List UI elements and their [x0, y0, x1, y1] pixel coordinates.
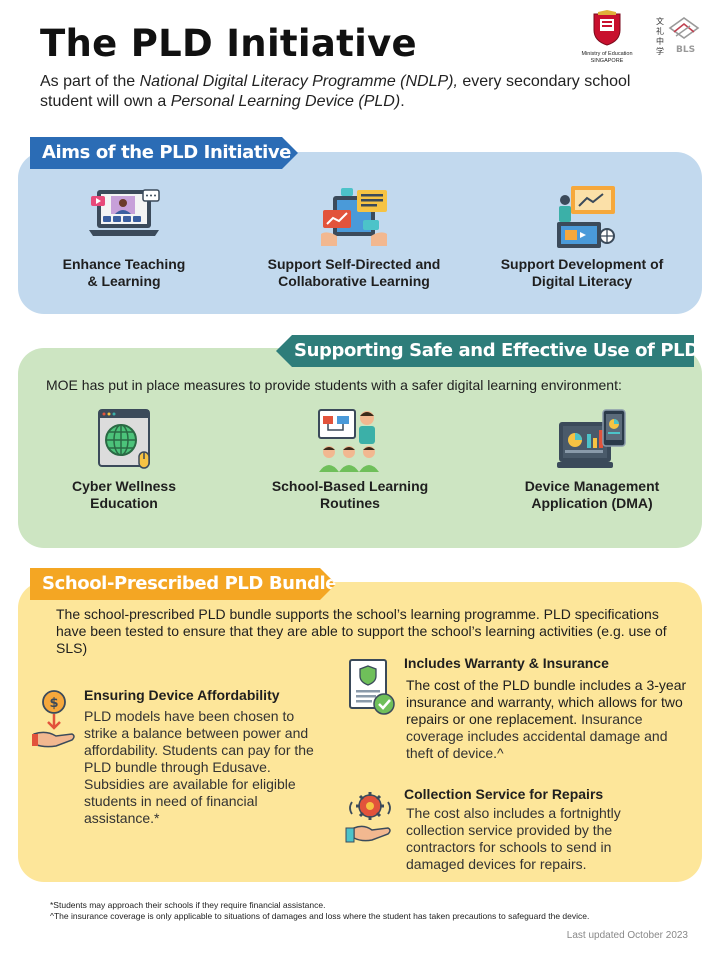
moe-logo: Ministry of Education SINGAPORE	[578, 10, 636, 65]
bundle-heading: School-Prescribed PLD Bundle	[30, 568, 336, 600]
collaboration-tablet-icon	[321, 188, 387, 246]
footnote-financial: *Students may approach their schools if …	[50, 900, 326, 910]
moe-name: Ministry of Education	[581, 51, 633, 57]
measure-label-line1: Device Management	[524, 478, 660, 494]
aim-label-line2: Collaborative Learning	[278, 273, 430, 289]
svg-text:文: 文	[656, 16, 664, 26]
intro-text: As part of the National Digital Literacy…	[40, 73, 631, 110]
measure-label-line2: Routines	[320, 495, 380, 511]
digital-presentation-icon	[557, 186, 615, 248]
svg-text:$: $	[49, 696, 58, 711]
hand-money-icon: $	[32, 690, 75, 748]
aim-label-line1: Support Self-Directed and	[267, 256, 441, 272]
affordability-text: PLD models have been chosen to strike a …	[84, 708, 314, 826]
repairs-title: Collection Service for Repairs	[404, 786, 604, 802]
svg-text:BLS: BLS	[676, 45, 695, 55]
device-dashboard-icon	[557, 409, 626, 468]
globe-browser-icon	[98, 409, 150, 469]
last-updated: Last updated October 2023	[566, 930, 688, 941]
classroom-teacher-icon	[318, 409, 379, 472]
measure-label-line2: Education	[90, 495, 158, 511]
svg-text:学: 学	[656, 46, 664, 56]
aim-label-line1: Support Development of	[500, 256, 664, 272]
moe-country: SINGAPORE	[590, 58, 624, 64]
safe-use-intro: MOE has put in place measures to provide…	[46, 377, 622, 393]
measure-label-line1: Cyber Wellness	[71, 478, 176, 494]
gear-hand-service-icon	[345, 792, 391, 843]
laptop-video-call-icon	[89, 189, 160, 236]
repairs-text: The cost also includes a fortnightly col…	[406, 805, 621, 872]
aims-heading: Aims of the PLD Initiative	[30, 137, 298, 169]
aim-label-line2: & Learning	[87, 273, 161, 289]
warranty-title: Includes Warranty & Insurance	[404, 655, 609, 671]
svg-text:中: 中	[656, 36, 664, 46]
aim-item-teaching: Enhance Teaching& Learning	[40, 184, 208, 290]
school-logo: 文 礼 中 学 BLS	[656, 16, 700, 56]
aim-label-line1: Enhance Teaching	[62, 256, 186, 272]
safe-use-heading: Supporting Safe and Effective Use of PLD…	[276, 335, 694, 367]
insurance-document-icon	[349, 659, 395, 715]
page-title: The PLD Initiative	[40, 22, 417, 65]
bundle-intro: The school-prescribed PLD bundle support…	[56, 606, 667, 656]
measure-label-line1: School-Based Learning	[271, 478, 429, 494]
aim-label-line2: Digital Literacy	[531, 273, 633, 289]
measure-label-line2: Application (DMA)	[531, 495, 653, 511]
footnote-insurance: ^The insurance coverage is only applicab…	[50, 911, 590, 921]
warranty-text: The cost of the PLD bundle includes a 3-…	[406, 677, 687, 761]
svg-text:礼: 礼	[656, 26, 664, 36]
affordability-title: Ensuring Device Affordability	[84, 687, 280, 703]
moe-crest-icon	[593, 10, 621, 46]
